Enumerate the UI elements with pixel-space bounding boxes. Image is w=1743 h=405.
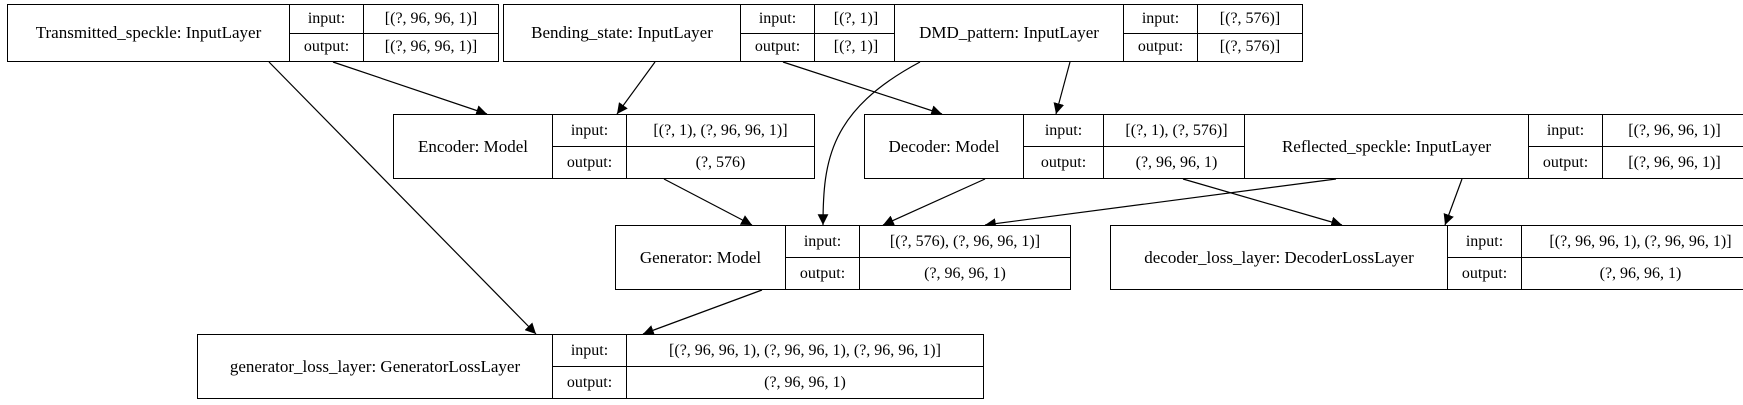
input-label: input: [1448,226,1522,257]
edge-decoder-to-generator [882,178,986,226]
input-shape: [(?, 576), (?, 96, 96, 1)] [889,232,1041,250]
input-shape: [(?, 96, 96, 1)] [384,9,478,27]
node-title: Transmitted_speckle: InputLayer [8,5,290,61]
node-title: generator_loss_layer: GeneratorLossLayer [198,335,553,398]
edge-bending-to-encoder [616,61,656,115]
input-label: input: [1024,115,1104,146]
edge-dmd-to-generator [817,61,921,226]
node-title: Bending_state: InputLayer [504,5,741,61]
output-shape: [(?, 96, 96, 1)] [1628,153,1721,171]
edge-dmd-to-decoder [1053,61,1071,115]
edge-generator-to-generator-loss [642,289,763,336]
edge-decoder-to-decoder-loss [1182,178,1343,228]
output-row: output: (?, 96, 96, 1) [1448,257,1743,289]
input-row: input: [(?, 576)] [1124,5,1302,33]
input-row: input: [(?, 576), (?, 96, 96, 1)] [786,226,1070,257]
input-shape: [(?, 1), (?, 576)] [1125,121,1228,139]
output-label: output: [553,147,627,178]
input-shape: [(?, 96, 96, 1)] [1628,121,1721,139]
output-row: output: [(?, 1)] [741,32,897,61]
node-title: Generator: Model [616,226,786,289]
output-label: output: [741,33,815,61]
output-shape: (?, 96, 96, 1) [764,373,846,391]
input-label: input: [786,226,860,257]
output-label: output: [553,367,627,398]
output-shape: [(?, 576)] [1219,38,1281,56]
output-label: output: [1448,258,1522,289]
output-label: output: [1529,147,1603,178]
input-row: input: [(?, 1), (?, 576)] [1024,115,1249,146]
edge-bending-to-decoder [782,61,943,116]
input-shape: [(?, 96, 96, 1), (?, 96, 96, 1)] [1549,232,1732,250]
node-title: Reflected_speckle: InputLayer [1245,115,1529,178]
output-label: output: [786,258,860,289]
output-shape: (?, 576) [695,153,746,171]
edge-transmitted-to-generator-loss [268,61,537,335]
input-row: input: [(?, 1), (?, 96, 96, 1)] [553,115,814,146]
node-title: Decoder: Model [865,115,1024,178]
input-row: input: [(?, 96, 96, 1)] [290,5,498,33]
input-shape: [(?, 96, 96, 1), (?, 96, 96, 1), (?, 96,… [669,341,941,359]
output-row: output: [(?, 96, 96, 1)] [290,32,498,61]
output-label: output: [1124,33,1198,61]
edge-reflected-to-generator [984,178,1337,229]
output-shape: (?, 96, 96, 1) [1135,153,1218,171]
output-row: output: (?, 576) [553,146,814,178]
input-label: input: [1124,5,1198,33]
input-label: input: [553,115,627,146]
output-row: output: (?, 96, 96, 1) [786,257,1070,289]
output-row: output: [(?, 576)] [1124,32,1302,61]
input-label: input: [1529,115,1603,146]
output-row: output: [(?, 96, 96, 1)] [1529,146,1743,178]
node-title: decoder_loss_layer: DecoderLossLayer [1111,226,1448,289]
input-label: input: [741,5,815,33]
node-title: Encoder: Model [394,115,553,178]
input-row: input: [(?, 96, 96, 1), (?, 96, 96, 1), (… [553,335,983,366]
edge-transmitted-to-encoder [332,61,488,116]
output-label: output: [290,33,364,61]
output-shape: (?, 96, 96, 1) [1599,264,1682,282]
input-shape: [(?, 1)] [833,9,879,27]
output-shape: [(?, 96, 96, 1)] [384,38,478,56]
input-shape: [(?, 576)] [1219,9,1281,27]
node-title: DMD_pattern: InputLayer [895,5,1124,61]
output-shape: [(?, 1)] [833,38,879,56]
edge-reflected-to-decoder-loss [1443,178,1463,226]
input-label: input: [290,5,364,33]
edge-encoder-to-generator [663,178,753,226]
output-row: output: (?, 96, 96, 1) [553,366,983,398]
input-row: input: [(?, 96, 96, 1), (?, 96, 96, 1)] [1448,226,1743,257]
node-generator-loss: generator_loss_layer: GeneratorLossLayer… [197,334,984,399]
input-shape: [(?, 1), (?, 96, 96, 1)] [653,121,788,139]
input-row: input: [(?, 96, 96, 1)] [1529,115,1743,146]
output-label: output: [1024,147,1104,178]
output-row: output: (?, 96, 96, 1) [1024,146,1249,178]
input-row: input: [(?, 1)] [741,5,897,33]
output-shape: (?, 96, 96, 1) [924,264,1006,282]
input-label: input: [553,335,627,366]
